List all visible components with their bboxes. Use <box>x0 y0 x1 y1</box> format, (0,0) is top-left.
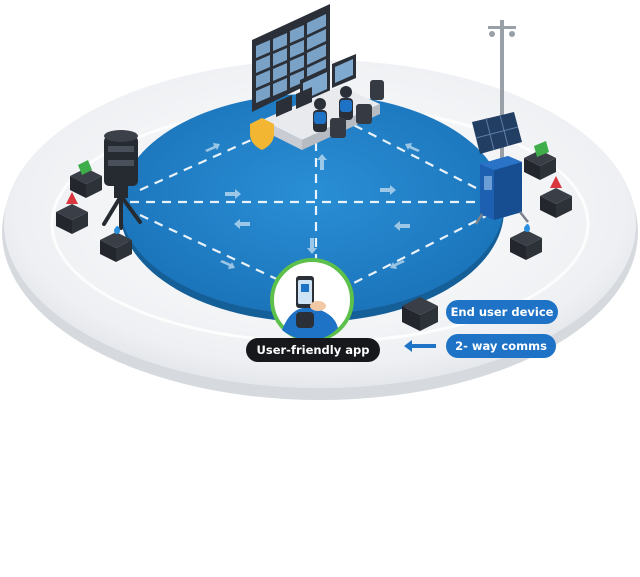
end-user-device-pill: End user device <box>446 300 558 324</box>
app-label-text: User-friendly app <box>257 343 370 357</box>
arrow-left-icon <box>404 340 436 352</box>
two-way-comms-text: 2- way comms <box>455 339 547 353</box>
solar-sensor-tower-icon <box>472 20 529 225</box>
two-way-comms-pill: 2- way comms <box>446 334 556 358</box>
sensor-node-icon <box>56 141 572 331</box>
flow-arrows <box>205 143 420 269</box>
phone-app-icon <box>270 258 354 342</box>
app-label-pill: User-friendly app <box>246 338 380 362</box>
end-user-device-text: End user device <box>451 305 554 319</box>
network-disc <box>120 94 504 322</box>
camera-tower-icon <box>102 130 142 230</box>
control-room-icon <box>250 4 384 150</box>
